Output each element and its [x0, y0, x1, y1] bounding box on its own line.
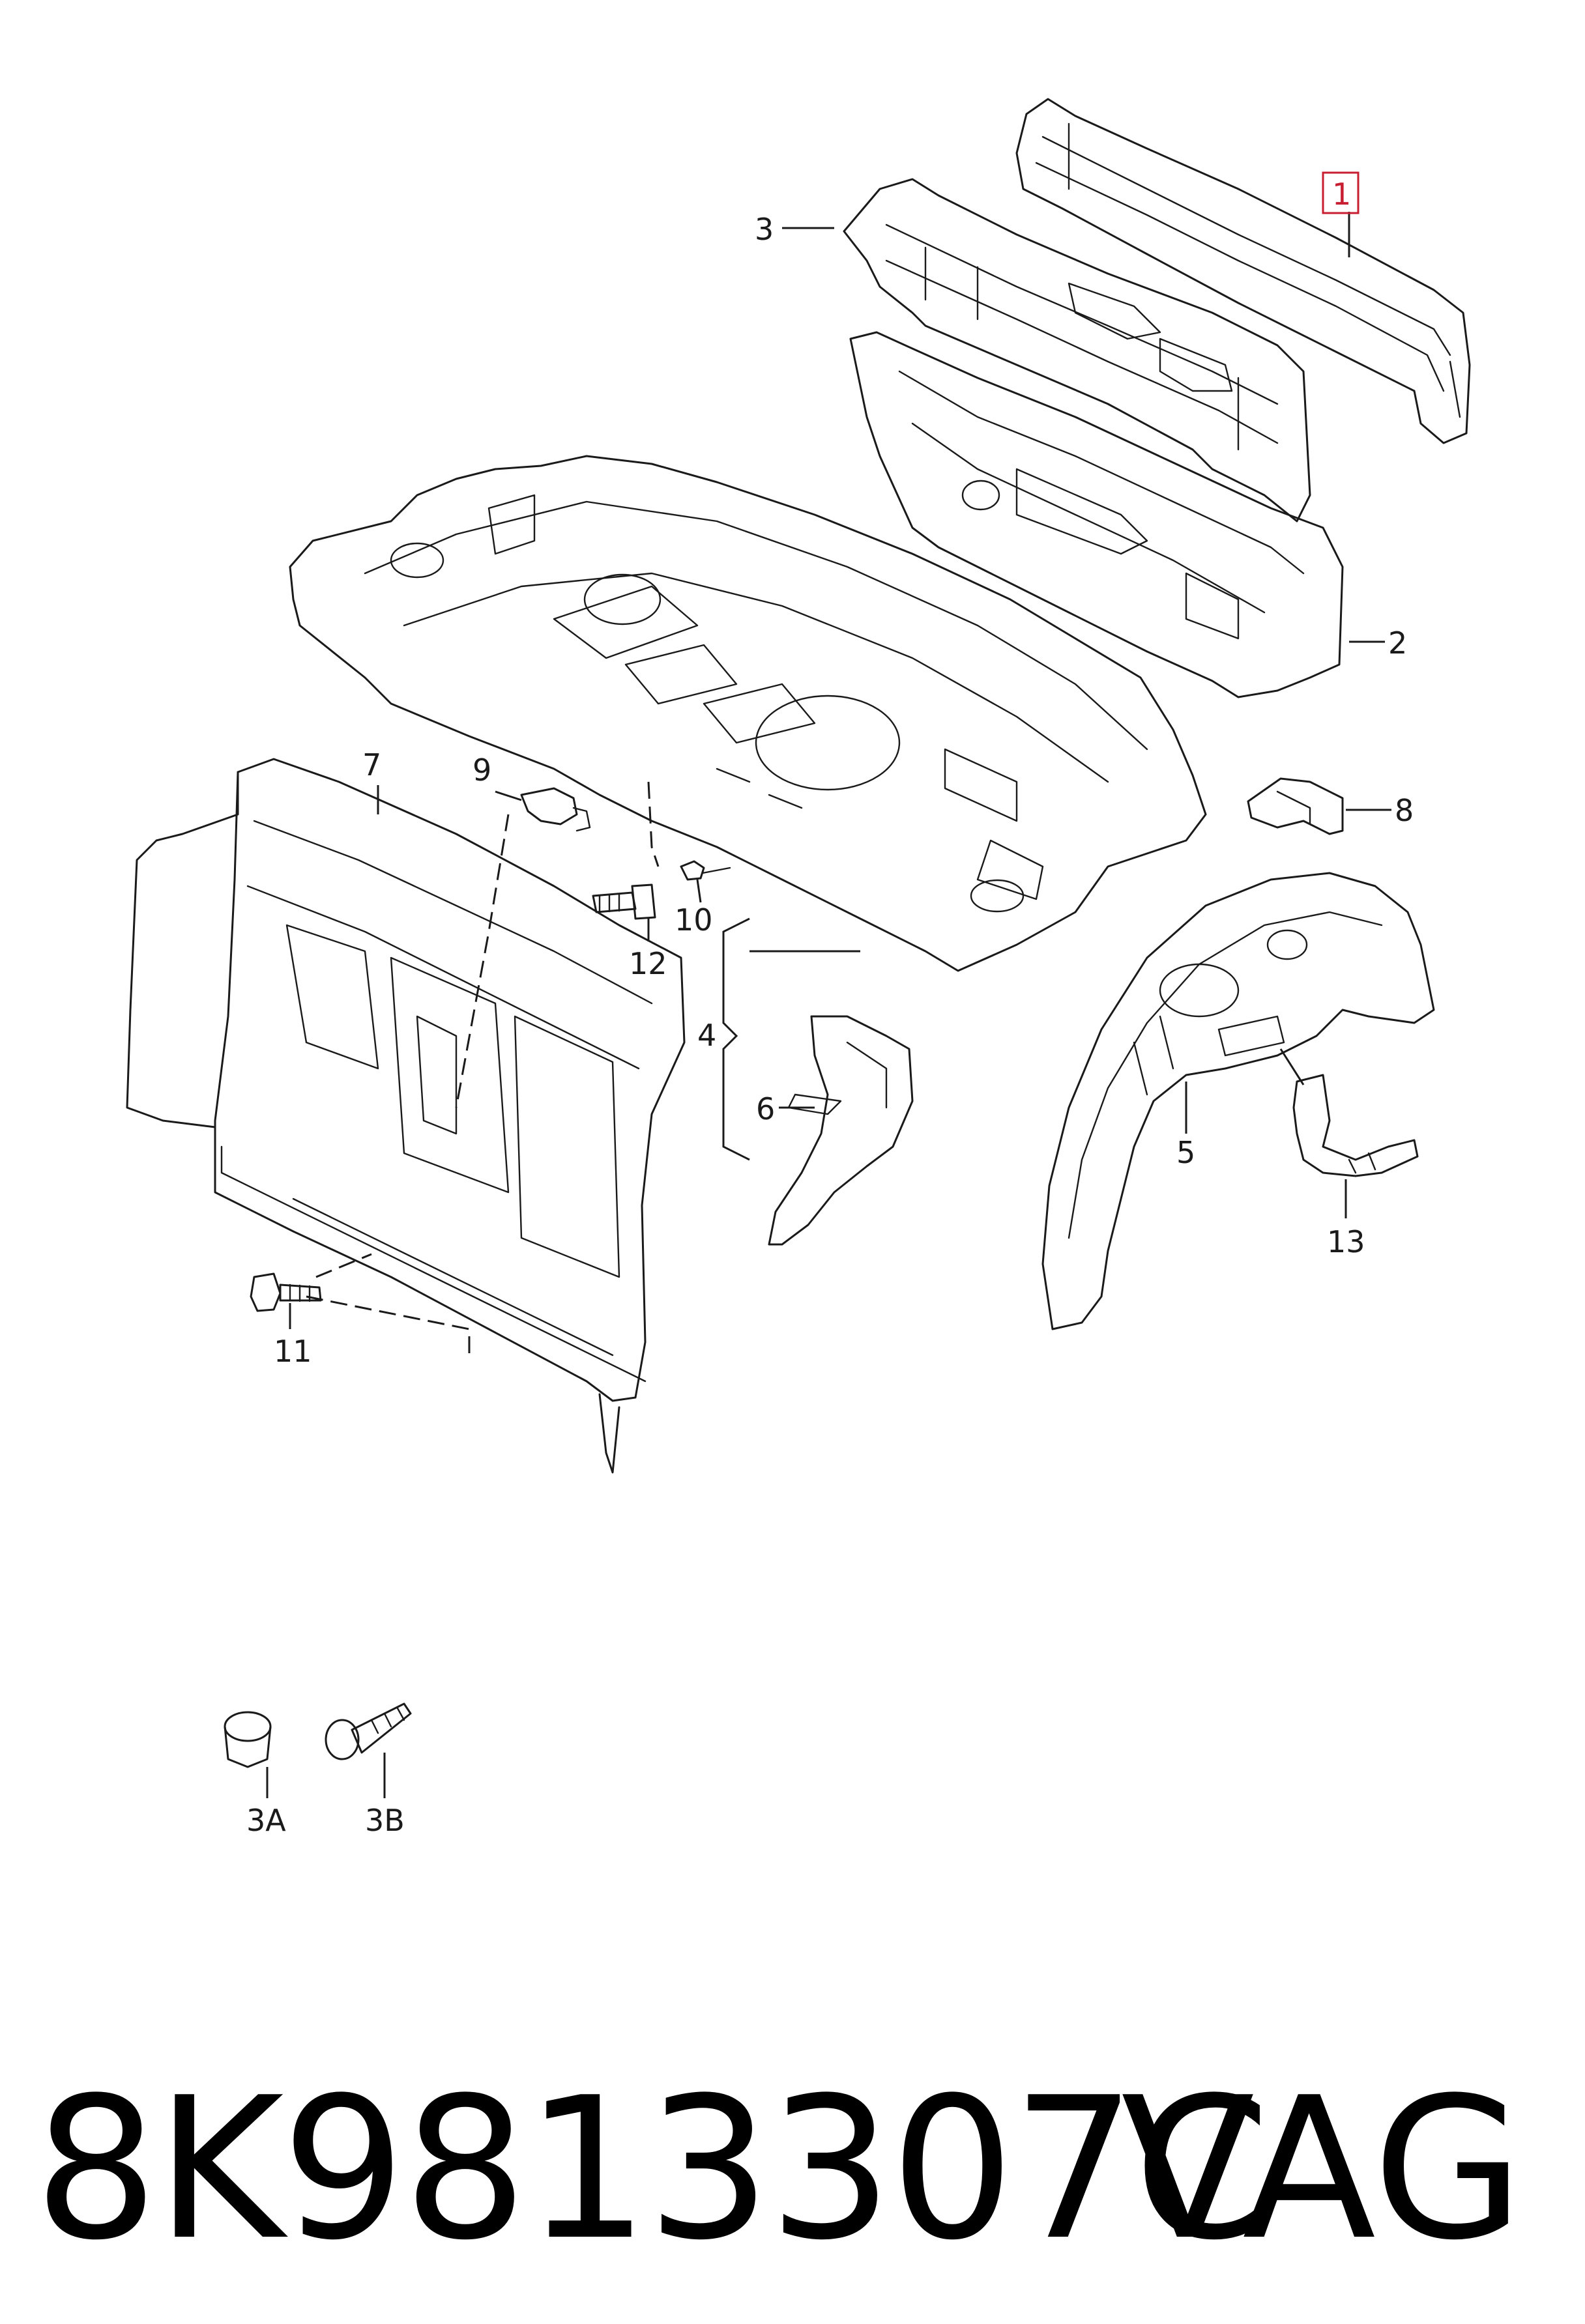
callout-1-highlight-box: [1322, 171, 1360, 214]
callout-labels: 1 2 3 4 5 6 7 8 9 10 11 12 13 3A 3B: [246, 171, 1414, 1838]
callout-6[interactable]: 6: [756, 1091, 775, 1126]
part-3b-screw[interactable]: [325, 1702, 412, 1760]
callout-3[interactable]: 3: [755, 212, 774, 247]
part-12-bolt[interactable]: [592, 883, 656, 920]
callout-8[interactable]: 8: [1395, 793, 1414, 828]
part-9-clip[interactable]: [520, 787, 591, 832]
part-5-wheel-arch[interactable]: [1041, 872, 1435, 1330]
part-2-rear-panel[interactable]: [849, 331, 1344, 698]
part-6-bracket[interactable]: [768, 1015, 914, 1246]
callout-12[interactable]: 12: [629, 946, 667, 981]
callout-2[interactable]: 2: [1388, 625, 1407, 661]
callout-7[interactable]: 7: [362, 747, 381, 782]
callout-4[interactable]: 4: [697, 1018, 716, 1053]
part-3-bracket-rail[interactable]: [843, 178, 1311, 523]
part-11-bolt[interactable]: [250, 1272, 322, 1312]
part-13-clip-bracket[interactable]: [1292, 1074, 1419, 1177]
part-3a-plug[interactable]: [224, 1711, 272, 1768]
leader-lines: [266, 212, 1391, 1798]
callout-13[interactable]: 13: [1327, 1224, 1365, 1259]
part-1-cross-member[interactable]: [1015, 98, 1471, 444]
callout-3a[interactable]: 3A: [246, 1803, 286, 1838]
part-4-parcel-shelf[interactable]: [289, 455, 1207, 972]
brand-name: VAG: [1121, 2056, 1524, 2283]
callout-1[interactable]: 1: [1332, 177, 1351, 212]
callout-10[interactable]: 10: [675, 902, 713, 938]
part-7-bulkhead[interactable]: [126, 758, 686, 1474]
callout-11[interactable]: 11: [274, 1334, 312, 1369]
callout-3b[interactable]: 3B: [365, 1803, 405, 1838]
part-number: 8K9813307C: [34, 2056, 1270, 2283]
part-8-small-bracket[interactable]: [1247, 777, 1344, 835]
callout-9[interactable]: 9: [473, 753, 491, 788]
callout-5[interactable]: 5: [1176, 1135, 1195, 1170]
part-10-pin[interactable]: [680, 860, 731, 881]
